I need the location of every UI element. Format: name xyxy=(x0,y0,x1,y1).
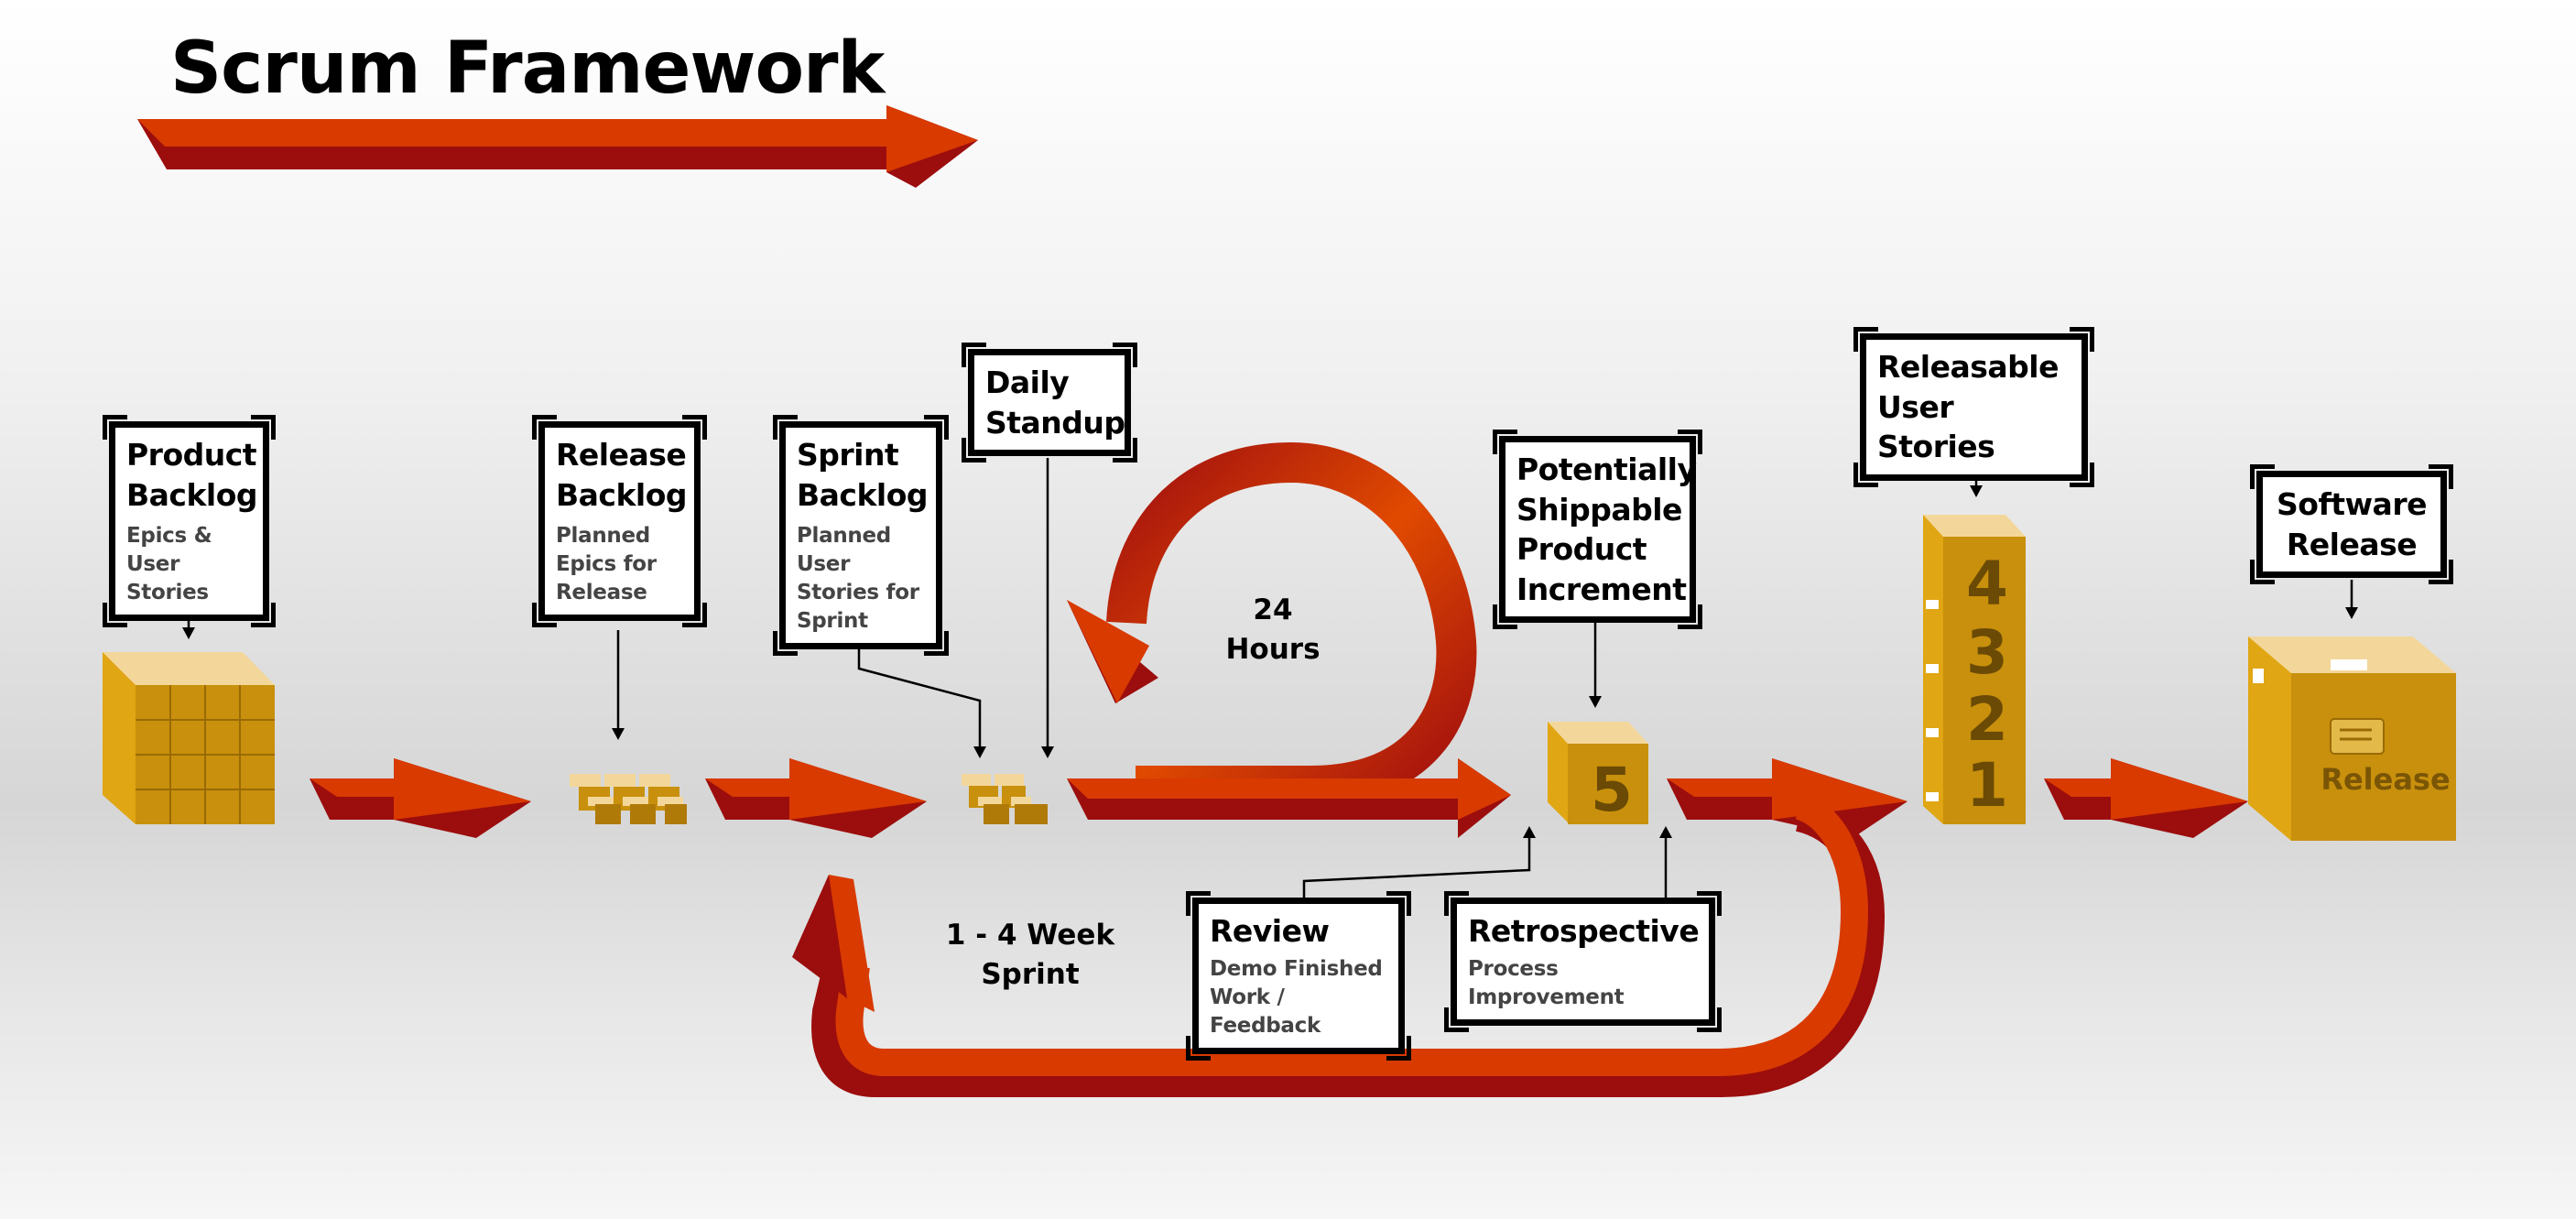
product-backlog-title: Product Backlog xyxy=(126,437,258,513)
release-package-label: Release xyxy=(2321,762,2450,797)
release-backlog-box: Release Backlog Planned Epics for Releas… xyxy=(532,414,707,628)
increment-number: 5 xyxy=(1591,755,1633,825)
daily-standup-title: Daily Standup xyxy=(985,365,1125,441)
release-backlog-title: Release Backlog xyxy=(556,437,688,513)
stack-number-3: 3 xyxy=(1966,617,2008,688)
sprint-backlog-blocks xyxy=(962,774,1048,824)
flow-arrow-3 xyxy=(1067,758,1511,838)
release-backlog-subtitle: Planned Epics for Release xyxy=(556,524,657,605)
stack-number-4: 4 xyxy=(1966,549,2008,619)
sprint-backlog-box: Sprint Backlog Planned User Stories for … xyxy=(773,414,949,657)
daily-cycle-label: 24 Hours xyxy=(1225,593,1321,667)
review-subtitle: Demo Finished Work / Feedback xyxy=(1210,956,1383,1038)
product-backlog-box: Product Backlog Epics & User Stories xyxy=(103,414,276,628)
releasable-user-stories-box: Releasable User Stories xyxy=(1853,327,2094,487)
flow-arrow-4 xyxy=(1667,758,1908,838)
review-box: Review Demo Finished Work / Feedback xyxy=(1186,891,1411,1061)
increment-cube xyxy=(1548,722,1648,824)
sprint-loop-arrow xyxy=(792,792,1886,1097)
retrospective-subtitle: Process Improvement xyxy=(1468,956,1625,1009)
sprint-backlog-subtitle: Planned User Stories for Sprint xyxy=(797,524,919,634)
release-label-icon xyxy=(2330,718,2385,755)
retrospective-box: Retrospective Process Improvement xyxy=(1444,891,1722,1032)
review-title: Review xyxy=(1210,913,1330,949)
releasable-stack xyxy=(1923,515,2026,824)
sprint-backlog-title: Sprint Backlog xyxy=(797,437,929,513)
page-title: Scrum Framework xyxy=(170,27,885,110)
release-backlog-blocks xyxy=(570,774,687,824)
flow-arrow-2 xyxy=(705,758,927,838)
software-release-box: Software Release xyxy=(2250,463,2453,585)
product-backlog-cube xyxy=(103,652,275,824)
flow-arrow-5 xyxy=(2044,758,2248,838)
stack-number-2: 2 xyxy=(1966,684,2008,755)
retrospective-title: Retrospective xyxy=(1468,913,1700,949)
potentially-shippable-box: Potentially Shippable Product Increment xyxy=(1493,429,1702,630)
daily-loop-arrow xyxy=(1067,441,1477,806)
sprint-cycle-label: 1 - 4 Week Sprint xyxy=(945,919,1115,992)
release-package xyxy=(2248,637,2456,841)
potentially-shippable-title: Potentially Shippable Product Increment xyxy=(1516,452,1697,607)
connector-arrowheads xyxy=(182,485,2358,838)
software-release-title: Software Release xyxy=(2277,486,2427,562)
releasable-user-stories-title: Releasable User Stories xyxy=(1877,349,2059,465)
product-backlog-subtitle: Epics & User Stories xyxy=(126,524,212,605)
connector-lines xyxy=(187,445,2353,898)
daily-standup-box: Daily Standup xyxy=(962,342,1137,463)
title-arrow xyxy=(137,105,978,188)
flow-arrow-1 xyxy=(310,758,531,838)
stack-number-1: 1 xyxy=(1966,750,2008,821)
